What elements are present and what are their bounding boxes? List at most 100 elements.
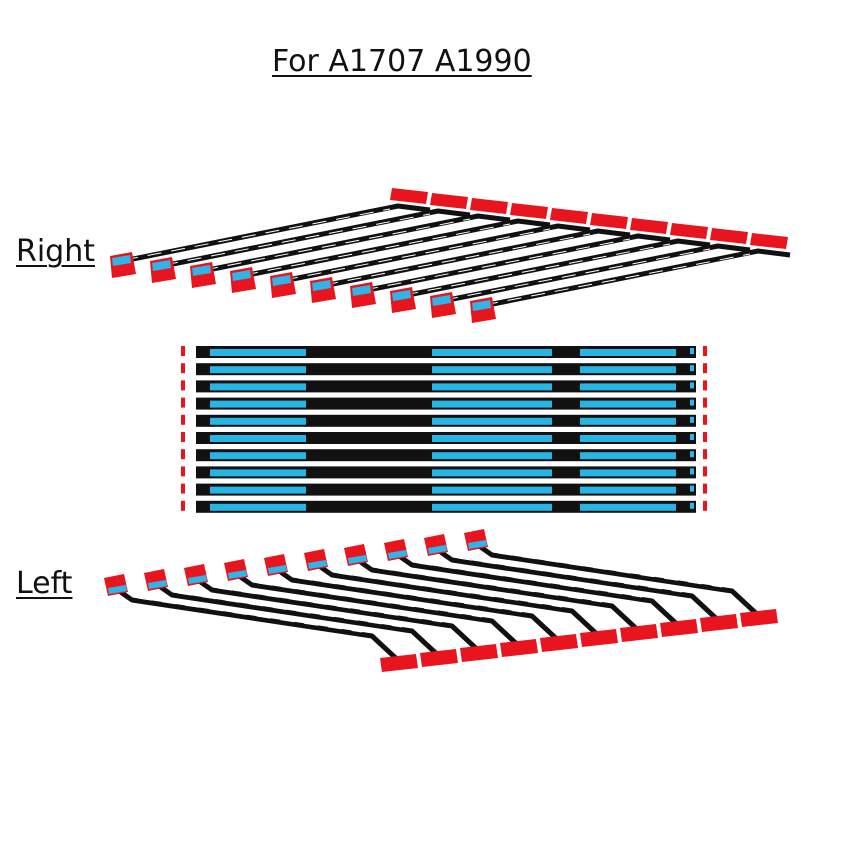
left-strip-liner: [257, 582, 483, 618]
left-strip-tab-top-blue: [228, 570, 247, 579]
left-strip-liner: [417, 562, 643, 598]
flat-strip-adhesive: [210, 400, 306, 408]
flat-strip-marker: [690, 485, 694, 492]
flat-strip-adhesive: [580, 469, 676, 477]
left-strip-tab-bottom: [740, 609, 778, 627]
flat-strip-tab-left: [181, 432, 185, 442]
right-strip-liner: [403, 243, 671, 296]
flat-strip-adhesive: [210, 417, 306, 425]
left-strip-tab-top-blue: [308, 560, 327, 569]
flat-strip-adhesive: [210, 383, 306, 391]
left-strip-tab-top-blue: [268, 565, 287, 574]
flat-strip-marker: [690, 348, 694, 354]
flat-strips-group: [181, 346, 707, 513]
left-strip-liner: [337, 572, 563, 608]
flat-strip-adhesive: [432, 383, 552, 391]
right-strip-liner: [203, 218, 471, 271]
flat-strip-tab-right: [703, 414, 707, 425]
right-strips-label: Right: [16, 234, 95, 269]
flat-strip-adhesive: [432, 349, 552, 356]
flat-strip-adhesive: [432, 469, 552, 477]
right-strip-liner: [243, 223, 511, 276]
right-strip-tab-right: [430, 193, 468, 209]
flat-strip-tab-right: [703, 500, 707, 511]
flat-strip-adhesive: [210, 486, 306, 494]
right-strip-tab-right: [550, 208, 588, 224]
flat-strip-adhesive: [432, 417, 552, 425]
flat-strip-tab-right: [703, 432, 707, 442]
left-strip-tab-top-blue: [428, 545, 447, 554]
right-strip-body: [157, 208, 471, 270]
right-strip-body: [197, 213, 511, 275]
left-strip-tab-bottom: [420, 649, 458, 667]
right-strip-tab-left-blue: [432, 295, 451, 306]
left-strip-tab-top-blue: [188, 575, 207, 584]
flat-strip-adhesive: [580, 349, 676, 356]
left-strip-tab-bottom: [700, 614, 738, 632]
right-strip-tab-right: [510, 203, 548, 219]
flat-strip-tab-right: [703, 483, 707, 494]
flat-strip-tab-left: [181, 500, 185, 511]
flat-strip-adhesive: [432, 400, 552, 408]
flat-strip-tab-left: [181, 449, 185, 460]
flat-strip-tab-right: [703, 397, 707, 408]
left-strip-liner: [297, 577, 523, 613]
left-strip-tab-bottom: [500, 639, 538, 657]
left-strips-group: [104, 529, 778, 672]
left-strip-tab-bottom: [620, 624, 658, 642]
right-strip-tab-left-blue: [232, 270, 251, 281]
right-strip-liner: [123, 208, 391, 261]
right-strip-liner: [483, 253, 751, 306]
left-strip-tab-bottom: [460, 644, 498, 662]
right-strip-body: [277, 223, 591, 285]
product-title: For A1707 A1990: [272, 44, 532, 79]
flat-strip-tab-right: [703, 346, 707, 356]
right-strip-liner: [283, 228, 551, 281]
right-strip-body: [117, 203, 431, 265]
flat-strip-adhesive: [210, 349, 306, 356]
left-strip-tab-top-blue: [108, 585, 127, 594]
flat-strip-tab-left: [181, 380, 185, 391]
right-strip-liner: [443, 248, 711, 301]
left-strip-liner: [177, 592, 403, 628]
right-strip-tab-left-blue: [352, 285, 371, 296]
right-strip-tab-right: [390, 188, 428, 204]
right-strip-body: [317, 228, 631, 290]
left-strip-tab-bottom: [580, 629, 618, 647]
flat-strip-marker: [690, 502, 694, 509]
right-strip-tab-right: [630, 218, 668, 234]
flat-strip-adhesive: [210, 435, 306, 442]
flat-strip-tab-left: [181, 397, 185, 408]
flat-strip-adhesive: [580, 503, 676, 511]
right-strip-body: [397, 238, 711, 300]
flat-strip-marker: [690, 416, 694, 423]
flat-strip-tab-right: [703, 449, 707, 460]
right-strip-tab-left-blue: [392, 290, 411, 301]
left-strip-liner: [457, 557, 683, 593]
flat-strip-adhesive: [580, 435, 676, 442]
flat-strip-adhesive: [580, 486, 676, 494]
flat-strip-tab-left: [181, 466, 185, 477]
flat-strip-marker: [690, 434, 694, 440]
right-strip-liner: [323, 233, 591, 286]
flat-strip-adhesive: [580, 417, 676, 425]
flat-strip-marker: [690, 468, 694, 475]
flat-strip-adhesive: [580, 383, 676, 391]
flat-strip-adhesive: [210, 503, 306, 511]
flat-strip-tab-right: [703, 466, 707, 477]
left-strip-tab-bottom: [540, 634, 578, 652]
flat-strip-adhesive: [432, 452, 552, 460]
right-strip-tab-right: [670, 223, 708, 239]
left-strip-tab-top-blue: [348, 555, 367, 564]
flat-strip-marker: [690, 382, 694, 389]
right-strip-tab-left-blue: [112, 255, 131, 266]
right-strip-body: [357, 233, 671, 295]
left-strip-tab-top-blue: [468, 540, 487, 549]
right-strips-group: [110, 188, 791, 323]
left-strip-tab-bottom: [380, 654, 418, 672]
flat-strip-adhesive: [580, 452, 676, 460]
left-strip-tab-bottom: [660, 619, 698, 637]
right-strip-body: [237, 218, 551, 280]
left-strip-tab-top-blue: [148, 580, 167, 589]
flat-strip-adhesive: [580, 366, 676, 374]
